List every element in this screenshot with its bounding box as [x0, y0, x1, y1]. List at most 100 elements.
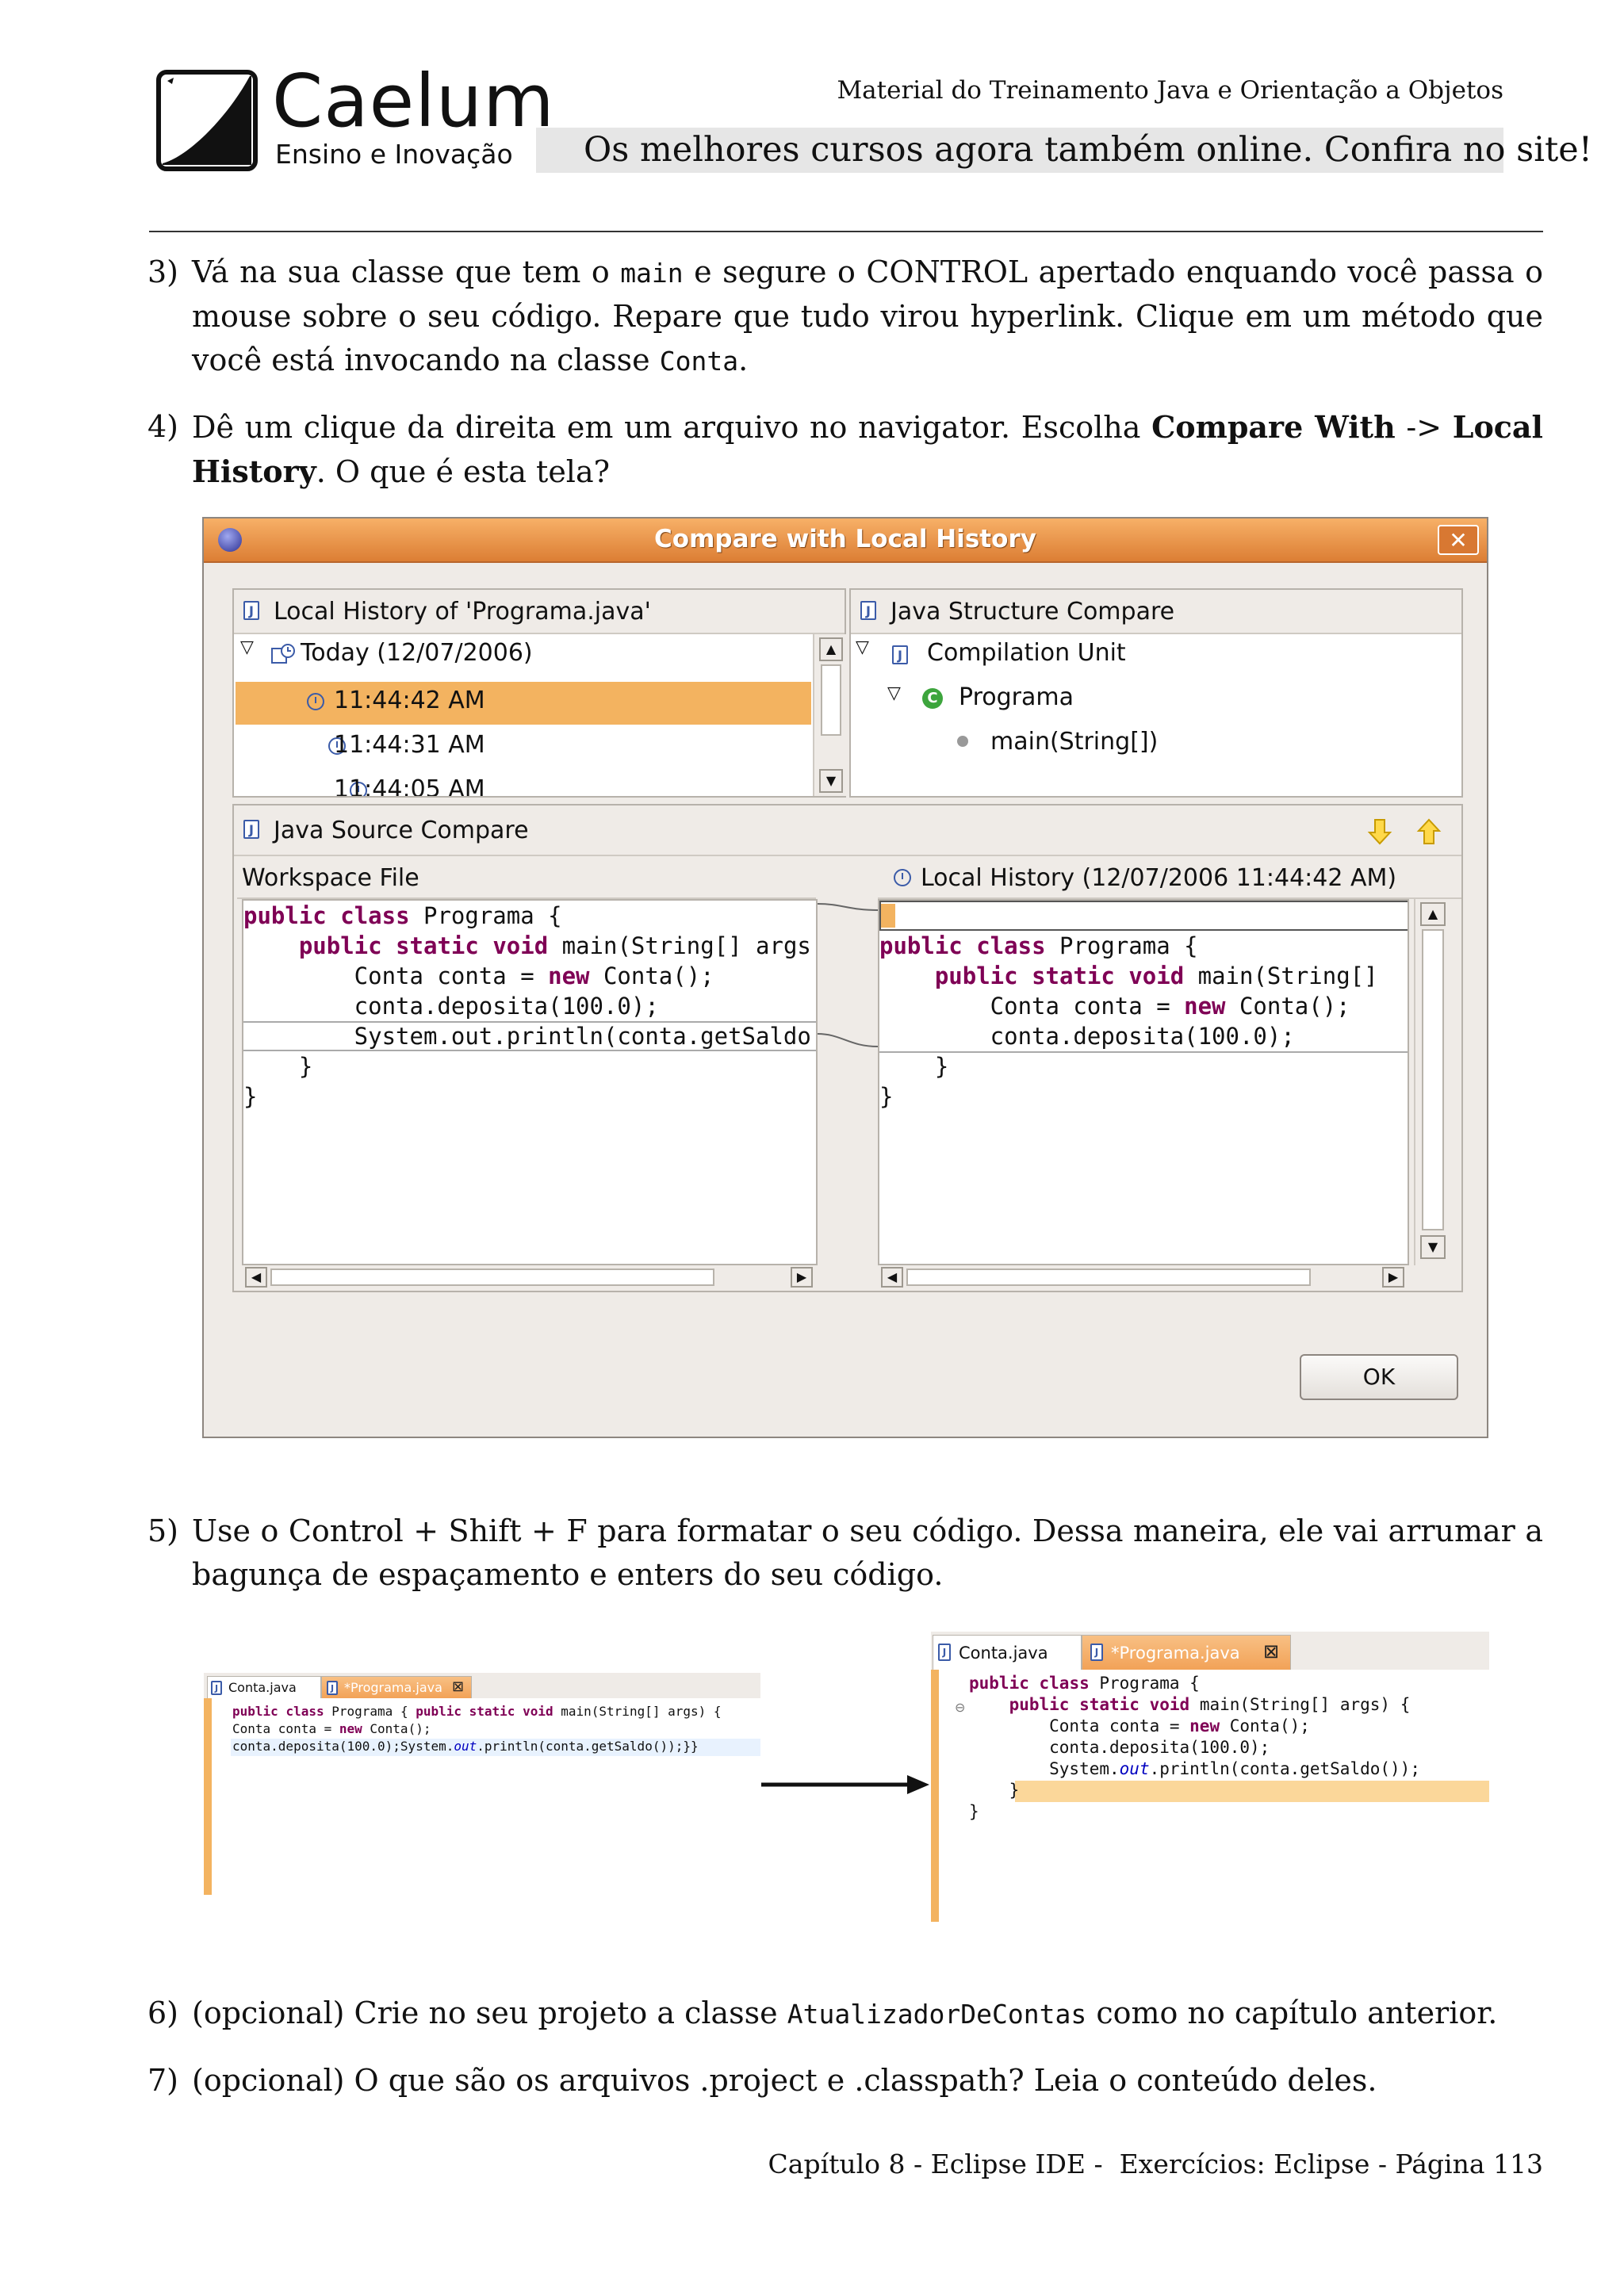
item-text-part: Dê um clique da direita em um arquivo no… — [192, 410, 1152, 445]
editor-ruler — [931, 1670, 939, 1922]
expand-triangle-icon[interactable]: ▽ — [887, 683, 901, 703]
workspace-horizontal-scrollbar[interactable]: ◀ ▶ — [242, 1265, 818, 1289]
code-line-6: } — [243, 1083, 258, 1110]
scroll-thumb[interactable] — [821, 664, 841, 736]
scroll-left-arrow-icon[interactable]: ◀ — [881, 1267, 903, 1288]
item-text: Vá na sua classe que tem o main e segure… — [192, 251, 1543, 383]
item-text-part: como no capítulo anterior. — [1086, 1996, 1498, 2030]
java-file-icon: J — [211, 1681, 222, 1695]
item-text: Dê um clique da direita em um arquivo no… — [192, 405, 1543, 494]
editor-ruler — [204, 1698, 212, 1895]
history-entry[interactable]: 11:44:42 AM — [334, 687, 485, 714]
scroll-up-arrow-icon[interactable]: ▲ — [819, 637, 843, 661]
code-line-5: } — [243, 1053, 313, 1080]
code-line-0: public class Programa { — [969, 1674, 1200, 1693]
item-text-part: e segure o CONTROL apertado enquando voc… — [192, 254, 1543, 377]
exercise-item-3: 3) Vá na sua classe que tem o main e seg… — [147, 251, 1543, 383]
close-button[interactable]: ✕ — [1438, 525, 1479, 555]
diff-insertion-marker — [879, 901, 1408, 931]
tab-label: Conta.java — [959, 1644, 1048, 1663]
item-number: 5) — [147, 1513, 179, 1548]
scroll-down-arrow-icon[interactable]: ▼ — [1420, 1235, 1446, 1259]
tab-programa-java[interactable]: J *Programa.java ⊠ — [321, 1676, 472, 1698]
code-line-1: public static void main(String[] — [934, 962, 1378, 989]
code-line-2: Conta conta = new Conta(); — [243, 962, 714, 989]
tab-label: *Programa.java — [344, 1680, 442, 1695]
ok-button[interactable]: OK — [1300, 1354, 1458, 1400]
structure-compare-pane: J Java Structure Compare ▽ J Compilation… — [849, 588, 1463, 798]
workspace-file-label: Workspace File — [242, 864, 419, 892]
java-file-icon: J — [1090, 1644, 1103, 1661]
class-icon: C — [922, 688, 943, 709]
tab-conta-java[interactable]: J Conta.java — [207, 1676, 321, 1698]
close-icon[interactable]: ⊠ — [452, 1678, 465, 1695]
code-block: public class Programa { public static vo… — [232, 1703, 722, 1755]
scroll-right-arrow-icon[interactable]: ▶ — [1382, 1267, 1404, 1288]
scroll-right-arrow-icon[interactable]: ▶ — [791, 1267, 813, 1288]
scroll-thumb[interactable] — [1422, 929, 1444, 1230]
logo-name: Caelum — [272, 59, 555, 144]
workspace-code-viewer[interactable]: public class Programa { public static vo… — [242, 899, 818, 1265]
code-line-2: conta.deposita(100.0);System.out.println… — [232, 1739, 699, 1754]
scroll-left-arrow-icon[interactable]: ◀ — [245, 1267, 267, 1288]
next-difference-arrow-icon[interactable] — [1366, 817, 1393, 847]
tab-programa-java[interactable]: J *Programa.java ⊠ — [1082, 1635, 1291, 1670]
clock-icon — [307, 693, 324, 710]
diff-highlight-line — [243, 1021, 816, 1051]
tab-label: *Programa.java — [1111, 1644, 1240, 1663]
close-icon[interactable]: ⊠ — [1263, 1640, 1280, 1663]
item-text-part: . O que é esta tela? — [316, 454, 610, 489]
previous-difference-arrow-icon[interactable] — [1415, 817, 1442, 847]
clock-icon — [328, 737, 347, 755]
item-text: (opcional) O que são os arquivos .projec… — [192, 2063, 1377, 2098]
expand-triangle-icon[interactable]: ▽ — [856, 637, 869, 657]
editor-tab-bar: J Conta.java J *Programa.java ⊠ — [931, 1632, 1489, 1670]
scroll-down-arrow-icon[interactable]: ▼ — [819, 769, 843, 793]
local-history-pane: J Local History of 'Programa.java' ▽ Tod… — [232, 588, 846, 798]
code-line-5: } — [879, 1083, 894, 1110]
workspace-file-header: Workspace File — [237, 856, 816, 899]
pane-header: J Java Structure Compare — [851, 590, 1461, 634]
local-history-file-header: Local History (12/07/2006 11:44:42 AM) — [878, 856, 1461, 899]
fold-collapse-icon[interactable]: ⊖ — [955, 1700, 966, 1715]
scroll-thumb[interactable] — [906, 1269, 1311, 1286]
expand-triangle-icon[interactable]: ▽ — [240, 637, 254, 657]
item-number: 3) — [147, 254, 179, 289]
code-line-4: System.out.println(conta.getSaldo — [243, 1023, 811, 1050]
structure-compare-title: Java Structure Compare — [891, 598, 1175, 626]
tab-conta-java[interactable]: J Conta.java — [933, 1635, 1082, 1670]
code-line-3: conta.deposita(100.0); — [969, 1738, 1270, 1757]
unformatted-code-screenshot: J Conta.java J *Programa.java ⊠ public c… — [204, 1673, 760, 1895]
method-icon — [957, 736, 968, 747]
item-text-part: . — [738, 342, 749, 377]
java-file-icon: J — [243, 820, 259, 839]
exercise-item-4: 4) Dê um clique da direita em um arquivo… — [147, 405, 1543, 494]
exercise-item-6: 6) (opcional) Crie no seu projeto a clas… — [147, 1992, 1543, 2036]
structure-item-method[interactable]: main(String[]) — [990, 728, 1159, 756]
code-vertical-scrollbar[interactable]: ▲ ▼ — [1414, 899, 1450, 1265]
history-tree: ▽ Today (12/07/2006) 11:44:42 AM 11:44:3… — [234, 634, 813, 796]
history-entry[interactable]: 11:44:31 AM — [334, 731, 485, 759]
item-number: 6) — [147, 1996, 179, 2030]
clock-icon — [350, 782, 368, 796]
history-group-today[interactable]: Today (12/07/2006) — [301, 639, 533, 667]
local-history-code-viewer[interactable]: public class Programa { public static vo… — [878, 899, 1409, 1265]
local-history-horizontal-scrollbar[interactable]: ◀ ▶ — [878, 1265, 1409, 1289]
item-text: (opcional) Crie no seu projeto a classe … — [192, 1992, 1543, 2036]
history-entry[interactable]: 11:44:05 AM — [334, 775, 485, 796]
code-block: public class Programa { public static vo… — [969, 1673, 1420, 1823]
scroll-up-arrow-icon[interactable]: ▲ — [1420, 902, 1446, 926]
code-line-0: public class Programa { — [879, 932, 1198, 959]
scroll-thumb[interactable] — [270, 1269, 714, 1286]
structure-item-compilation-unit[interactable]: Compilation Unit — [927, 639, 1126, 667]
inline-code: AtualizadorDeContas — [787, 1999, 1087, 2030]
structure-item-class[interactable]: Programa — [959, 683, 1074, 711]
dialog-titlebar[interactable]: Compare with Local History ✕ — [204, 519, 1487, 563]
diff-change-marker — [881, 904, 895, 928]
tab-label: Conta.java — [228, 1680, 297, 1695]
history-vertical-scrollbar[interactable]: ▲ ▼ — [813, 634, 846, 796]
code-line-3: conta.deposita(100.0); — [243, 993, 659, 1020]
window-menu-icon[interactable] — [218, 528, 242, 552]
source-compare-pane: J Java Source Compare Workspace File Loc… — [232, 804, 1463, 1292]
diff-connector — [818, 903, 878, 1047]
